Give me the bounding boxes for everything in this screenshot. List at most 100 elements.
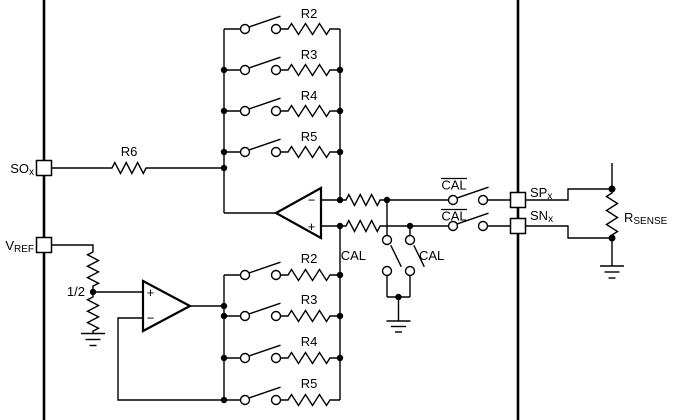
cal-bar-switch-a: CAL bbox=[441, 178, 511, 206]
switch-lever bbox=[249, 138, 281, 151]
rsense-label: RSENSE bbox=[624, 210, 668, 227]
vref-label: VREF bbox=[5, 238, 34, 255]
snx-label: SNx bbox=[530, 208, 553, 225]
switch-lever bbox=[249, 56, 281, 69]
opamp-triangle bbox=[141, 279, 193, 333]
cal-switch-left: CAL bbox=[341, 200, 402, 297]
cal-bar-label: CAL bbox=[441, 178, 466, 193]
resistor-label: R2 bbox=[301, 251, 318, 266]
ground-symbol-cal bbox=[386, 320, 411, 333]
switch-lever bbox=[249, 386, 281, 399]
switch-contact bbox=[239, 394, 251, 406]
sox-pad bbox=[35, 159, 53, 177]
resistor-r3 bbox=[280, 309, 340, 323]
resistor-r4 bbox=[280, 351, 340, 365]
divider-ratio-label: 1/2 bbox=[67, 284, 85, 299]
switch-contact bbox=[239, 310, 251, 322]
switch-contact bbox=[381, 234, 393, 246]
divider-resistor-bottom bbox=[85, 292, 101, 334]
resistor-r4 bbox=[280, 104, 340, 118]
top-gain-bank: R2 R3 R4 R5 bbox=[223, 6, 341, 213]
switch-lever bbox=[249, 261, 281, 274]
switch-contact bbox=[270, 269, 282, 281]
switch-lever bbox=[249, 15, 281, 28]
switch-contact bbox=[270, 146, 282, 158]
resistor-label: R3 bbox=[301, 47, 318, 62]
switch-contact bbox=[239, 146, 251, 158]
switch-contact bbox=[270, 23, 282, 35]
top-gain-row-r2: R2 bbox=[224, 6, 340, 36]
input-resistor-b bbox=[321, 218, 449, 234]
rsense-resistor bbox=[605, 163, 619, 266]
switch-contact bbox=[477, 220, 489, 232]
sox-label: SOx bbox=[10, 161, 34, 178]
switch-contact bbox=[404, 265, 416, 277]
switch-contact bbox=[239, 352, 251, 364]
resistor-label: R4 bbox=[301, 88, 318, 103]
bottom-gain-row-r4: R4 bbox=[224, 334, 340, 365]
switch-contact bbox=[239, 23, 251, 35]
buffer-opamp: + − bbox=[117, 279, 224, 401]
resistor-r5 bbox=[280, 393, 340, 407]
noninverting-input-label: + bbox=[308, 219, 316, 234]
switch-lever bbox=[457, 186, 489, 199]
inverting-input-label: − bbox=[147, 311, 155, 326]
cal-switch-right: CAL bbox=[404, 226, 444, 297]
resistor-r2 bbox=[280, 22, 340, 36]
switch-contact bbox=[239, 269, 251, 281]
r6-resistor bbox=[51, 160, 224, 176]
resistor-label: R5 bbox=[301, 376, 318, 391]
switch-contact bbox=[239, 64, 251, 76]
resistor-r3 bbox=[280, 63, 340, 77]
resistor-label: R4 bbox=[301, 334, 318, 349]
switch-lever bbox=[413, 244, 425, 268]
resistor-label: R3 bbox=[301, 292, 318, 307]
bottom-gain-row-r2: R2 bbox=[224, 251, 340, 282]
cal-bar-label: CAL bbox=[441, 209, 466, 224]
cal-label: CAL bbox=[419, 248, 444, 263]
input-resistor-a bbox=[321, 192, 449, 208]
spx-label: SPx bbox=[530, 185, 552, 202]
switch-contact bbox=[381, 265, 393, 277]
ground-symbol-divider bbox=[81, 332, 105, 347]
main-opamp: − + bbox=[224, 186, 323, 240]
spx-pad bbox=[509, 191, 527, 209]
switch-contact bbox=[239, 105, 251, 117]
spx-to-rsense-wire bbox=[525, 188, 612, 201]
switch-lever bbox=[249, 344, 281, 357]
vref-pad bbox=[35, 236, 53, 254]
vref-divider: 1/2 bbox=[51, 244, 143, 347]
r6-label: R6 bbox=[121, 144, 138, 159]
switch-contact bbox=[404, 234, 416, 246]
resistor-r2 bbox=[280, 268, 340, 282]
resistor-label: R5 bbox=[301, 129, 318, 144]
switch-contact bbox=[270, 394, 282, 406]
junction-dots bbox=[89, 66, 616, 404]
top-gain-row-r5: R5 bbox=[224, 129, 340, 159]
snx-to-rsense-wire bbox=[525, 225, 612, 239]
switch-contact bbox=[270, 105, 282, 117]
ground-symbol-rsense bbox=[600, 265, 624, 279]
cal-bar-switch-b: CAL bbox=[441, 209, 511, 232]
switch-contact bbox=[270, 64, 282, 76]
switch-contact bbox=[447, 220, 459, 232]
bottom-gain-row-r5: R5 bbox=[224, 376, 340, 407]
resistor-r5 bbox=[280, 145, 340, 159]
snx-pad bbox=[509, 217, 527, 235]
resistor-label: R2 bbox=[301, 6, 318, 21]
buffer-feedback-wire bbox=[117, 317, 224, 401]
switch-lever bbox=[390, 244, 402, 268]
switch-contact bbox=[447, 194, 459, 206]
bottom-gain-bank: R2 R3 R4 R5 bbox=[223, 226, 341, 407]
switch-lever bbox=[249, 302, 281, 315]
switch-contact bbox=[270, 310, 282, 322]
opamp-triangle bbox=[273, 186, 323, 240]
switch-contact bbox=[270, 352, 282, 364]
switch-lever bbox=[457, 212, 489, 225]
switch-contact bbox=[477, 194, 489, 206]
top-gain-row-r3: R3 bbox=[224, 47, 340, 77]
divider-resistor-top bbox=[51, 244, 101, 292]
noninverting-input-label: + bbox=[147, 285, 155, 300]
